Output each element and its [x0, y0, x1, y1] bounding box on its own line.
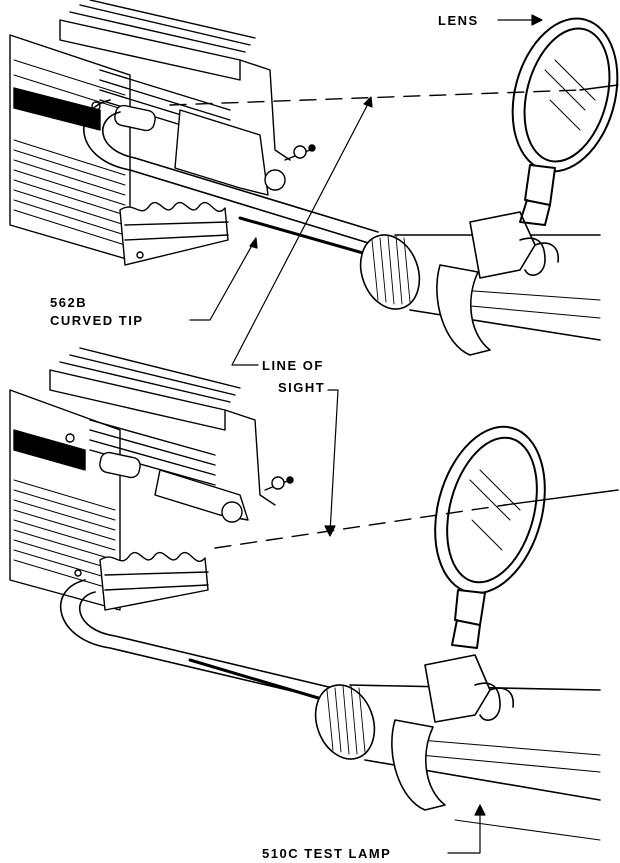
labels: LENS 562B CURVED TIP LINE OF SIGHT 510C …	[50, 13, 479, 861]
curved-tip-bottom	[59, 579, 334, 702]
label-line-of: LINE OF	[262, 358, 324, 373]
label-curved-tip: CURVED TIP	[50, 313, 144, 328]
line-of-sight-top	[169, 89, 581, 106]
magnifying-lens-top	[511, 17, 619, 226]
relay-spring-stack-bottom	[9, 347, 294, 611]
test-lamp-bottom	[314, 654, 601, 841]
label-lens: LENS	[438, 13, 479, 28]
label-tip-number: 562B	[50, 295, 87, 310]
curved-tip-top	[83, 99, 379, 257]
label-sight: SIGHT	[278, 380, 325, 395]
line-of-sight-bottom	[214, 504, 506, 549]
top-view	[9, 0, 619, 356]
leader-lines	[189, 14, 543, 854]
bottom-view	[9, 347, 619, 841]
relay-spring-stack-top	[9, 0, 316, 266]
magnifying-lens-bottom	[434, 425, 546, 649]
label-test-lamp: 510C TEST LAMP	[262, 846, 391, 861]
test-lamp-top	[359, 211, 601, 356]
